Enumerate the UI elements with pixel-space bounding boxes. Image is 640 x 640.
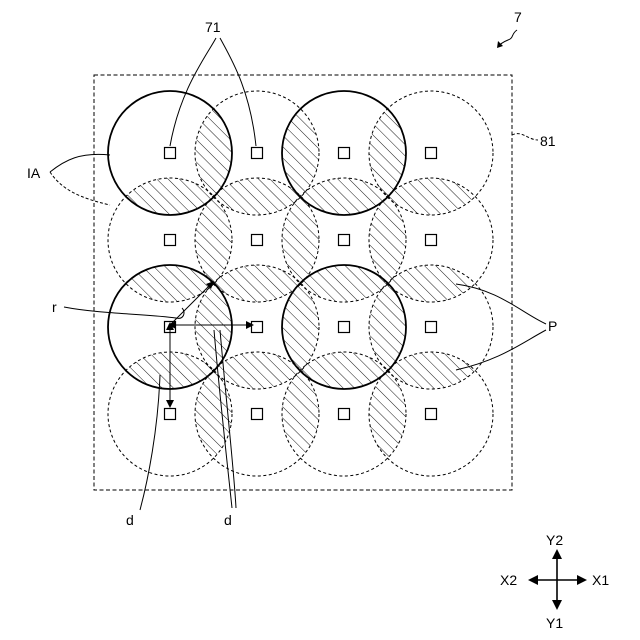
overlap-lens (213, 352, 301, 389)
pixel-square (339, 148, 350, 159)
radius-leader (64, 307, 184, 318)
overlap-lens (369, 109, 406, 197)
overlap-leader-lower (456, 330, 546, 370)
overlap-lens (195, 109, 232, 197)
overlap-lens (126, 178, 214, 215)
overlap-lens (300, 352, 388, 389)
pitch-vertical-label: d (126, 512, 134, 528)
direction-left-label: X2 (500, 572, 517, 588)
pixel-square (426, 409, 437, 420)
overlap-lens (213, 265, 301, 302)
overlap-lens (282, 196, 319, 284)
overlap-label: P (548, 318, 557, 334)
pixel-square (339, 322, 350, 333)
overlap-lens (387, 178, 475, 215)
overlap-lens (282, 283, 319, 371)
pitch-vertical-leader (140, 375, 160, 510)
radius-label: r (52, 299, 57, 315)
overlap-lens (213, 178, 301, 215)
overlap-lens (282, 370, 319, 458)
pixel-square (252, 409, 263, 420)
pixel-square (165, 409, 176, 420)
overlap-lens (369, 370, 406, 458)
pixel-square (252, 148, 263, 159)
overlap-lens (195, 283, 232, 371)
overlap-lens (369, 283, 406, 371)
arrow-right-icon (577, 575, 587, 585)
pitch-horizontal-label: d (224, 512, 232, 528)
figure-number: 7 (514, 9, 522, 25)
irradiation-area-label: IA (27, 165, 41, 181)
overlap-lens (369, 196, 406, 284)
region-label: 81 (540, 133, 556, 149)
overlap-lens (387, 352, 475, 389)
pixel-square (426, 148, 437, 159)
direction-up-label: Y2 (546, 532, 563, 548)
pixel-square (339, 409, 350, 420)
pixel-square (165, 235, 176, 246)
pixel-square (252, 235, 263, 246)
direction-down-label: Y1 (546, 615, 563, 631)
pixel-square (426, 322, 437, 333)
pixel-square (426, 235, 437, 246)
direction-right-label: X1 (592, 572, 609, 588)
pixel-square (252, 322, 263, 333)
overlap-lens (195, 196, 232, 284)
irradiation-area-leader-solid (50, 154, 110, 172)
direction-indicator: Y2 Y1 X2 X1 (500, 532, 609, 631)
overlap-lens (300, 178, 388, 215)
pixel-square (339, 235, 350, 246)
overlap-leader-upper (456, 284, 546, 324)
pixel-label: 71 (205, 19, 221, 35)
pixel-square (165, 148, 176, 159)
region-leader (512, 134, 538, 140)
arrow-left-icon (528, 575, 538, 585)
overlap-lens (126, 265, 214, 302)
irradiation-area-leader-dashed (50, 172, 110, 205)
overlap-lens (282, 109, 319, 197)
arrow-down-icon (552, 600, 562, 610)
overlap-lens (387, 265, 475, 302)
figure-number-arrowhead (497, 41, 503, 48)
arrow-up-icon (552, 549, 562, 559)
pitch-vertical-arrowhead (166, 400, 174, 408)
overlap-lens (195, 370, 232, 458)
overlap-lens (300, 265, 388, 302)
